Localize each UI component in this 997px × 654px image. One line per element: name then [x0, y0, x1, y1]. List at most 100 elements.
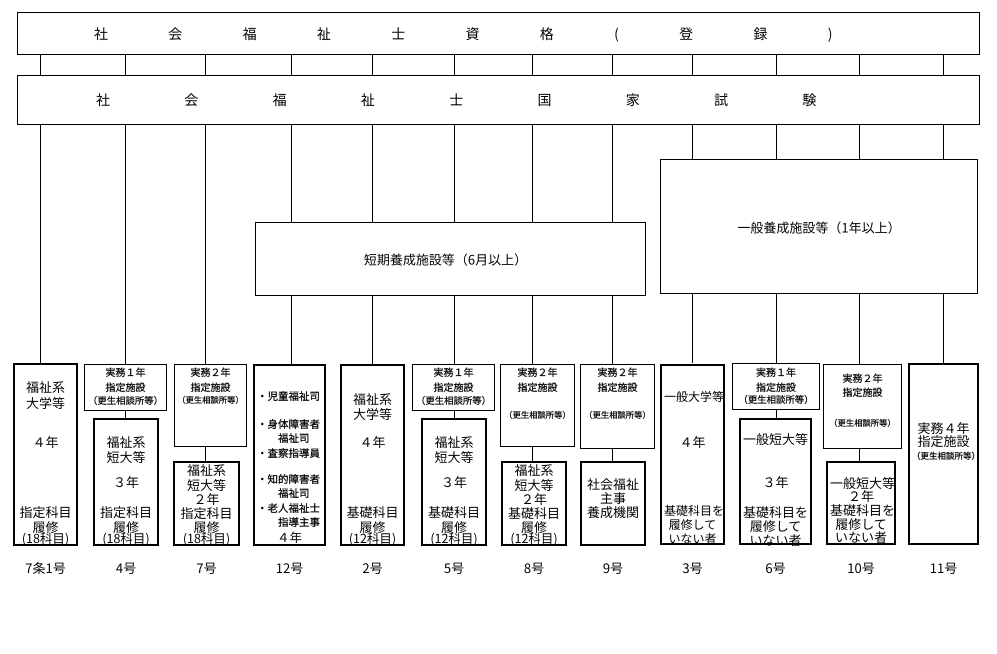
c8-condition-box: 実務２年指定施設（更生相談所等） [580, 364, 655, 449]
c4-route-line-5: 福祉司 [257, 485, 310, 501]
c10-route-line-0: 一般短大等 [743, 428, 809, 448]
connector-line-1 [125, 55, 126, 75]
c11-condition-box: 実務２年指定施設（更生相談所等） [823, 364, 902, 449]
c8-condition-line-0: 実務２年 [597, 364, 638, 379]
c6-condition-line-0: 実務１年 [433, 364, 474, 379]
connector-line-26 [454, 296, 455, 364]
c3-route-line-0: 福祉系 [186, 459, 226, 479]
c4-route-line-7: 指導主事 [257, 514, 320, 530]
c5-route-line-1: 大学等 [352, 403, 392, 423]
c4-route-line-0: ・児童福祉司 [257, 388, 320, 404]
c6-route-line-5: (12科目) [430, 528, 478, 548]
c7-article-label: 8号 [523, 557, 545, 577]
connector-line-15 [291, 125, 292, 222]
c9-route-line-3: 履修して [668, 516, 717, 533]
connector-line-2 [205, 55, 206, 75]
c10-route-line-1: ３年 [762, 471, 789, 491]
c4-route-line-3: ・査察指導員 [257, 445, 320, 461]
c4-route-line-4: ・知的障害者 [257, 471, 320, 487]
national-exam-box: 社会福祉士国家試験 [17, 75, 980, 125]
c3-condition-line-0: 実務２年 [190, 364, 231, 379]
c3-condition-box: 実務２年指定施設（更生相談所等） [174, 364, 247, 447]
c9-route-line-0: 一般大学等 [664, 388, 725, 405]
c7-route-line-1: 短大等 [514, 474, 554, 494]
c2-route-line-0: 福祉系 [106, 431, 146, 451]
c9-route-line-2: 基礎科目を [664, 502, 725, 519]
c1-route-line-0: 福祉系 [25, 376, 65, 396]
c7-box-connector [532, 447, 533, 461]
c4-route-line-2: 福祉司 [257, 430, 310, 446]
c7-route-line-0: 福祉系 [514, 459, 554, 479]
c11-route-line-4: いない者 [834, 526, 887, 546]
c5-route-line-5: (12科目) [348, 528, 397, 548]
c1-route-line-3: 指定科目 [19, 501, 72, 521]
c8-box-connector [612, 449, 613, 461]
c4-article-label: 12号 [275, 557, 304, 577]
c11-route-line-1: ２年 [847, 485, 874, 505]
c5-route-line-4: 履修 [359, 516, 386, 536]
general-training-box: 一般養成施設等（1年以上） [660, 159, 978, 294]
c3-route-line-5: (18科目) [182, 528, 231, 548]
c11-condition-line-1: 指定施設 [842, 384, 883, 399]
connector-line-13 [125, 125, 126, 364]
c4-route-line-6: ・老人福祉士 [257, 500, 320, 516]
connector-line-14 [205, 125, 206, 364]
c6-condition-box: 実務１年指定施設（更生相談所等） [412, 364, 495, 411]
c10-route-line-4: いない者 [749, 529, 802, 549]
connector-line-8 [692, 55, 693, 75]
c2-condition-line-1: 指定施設 [105, 379, 146, 394]
connector-line-32 [943, 294, 944, 363]
connector-line-9 [776, 55, 777, 75]
c2-condition-box: 実務１年指定施設（更生相談所等） [84, 364, 167, 411]
connector-line-30 [776, 294, 777, 363]
c4-route-line-8: ４年 [276, 526, 302, 546]
c6-article-label: 5号 [443, 557, 465, 577]
c7-route-line-2: ２年 [520, 488, 547, 508]
connector-line-27 [532, 296, 533, 364]
c7-condition-line-1: 指定施設 [517, 379, 558, 394]
c6-route-line-1: 短大等 [434, 446, 474, 466]
c1-article-label: 7条1号 [25, 557, 66, 577]
c10-condition-line-0: 実務１年 [756, 364, 796, 379]
c6-condition-line-2: （更生相談所等） [415, 393, 491, 408]
c6-condition-line-1: 指定施設 [433, 379, 474, 394]
c11-route-line-3: 履修して [835, 513, 887, 533]
c2-route-line-5: (18科目) [102, 528, 150, 548]
connector-line-17 [454, 125, 455, 222]
c7-condition-box: 実務２年指定施設（更生相談所等） [500, 364, 575, 447]
c11-article-label: 10号 [847, 557, 875, 577]
c2-route-line-4: 履修 [112, 516, 139, 536]
c12-route-line-2: （更生相談所等） [912, 449, 981, 462]
c5-article-label: 2号 [362, 557, 383, 577]
c7-route-line-4: 履修 [520, 516, 547, 536]
c8-route-line-2: 養成機関 [586, 501, 639, 521]
c12-route-line-1: 指定施設 [917, 430, 970, 450]
c12-route-box: 実務４年指定施設（更生相談所等） [908, 363, 981, 545]
c8-condition-line-2: （更生相談所等） [584, 408, 651, 421]
connector-line-11 [943, 55, 944, 75]
c8-route-box: 社会福祉主事養成機関 [580, 461, 646, 546]
general-training-text: 一般養成施設等（1年以上） [737, 217, 901, 236]
c3-route-line-2: ２年 [193, 488, 220, 508]
c3-route-line-3: 指定科目 [180, 502, 233, 522]
c10-condition-line-2: （更生相談所等） [738, 392, 814, 407]
c3-box-connector [205, 447, 206, 461]
c7-route-line-5: (12科目) [510, 528, 558, 548]
c3-article-label: 7号 [196, 557, 217, 577]
c8-route-line-1: 主事 [599, 487, 626, 507]
c2-article-label: 4号 [115, 557, 137, 577]
c10-route-line-2: 基礎科目を [743, 501, 809, 521]
c1-route-line-2: ４年 [32, 431, 59, 451]
c1-route-line-4: 履修 [32, 516, 59, 536]
connector-line-31 [859, 294, 860, 364]
c10-condition-box: 実務１年指定施設（更生相談所等） [732, 363, 820, 410]
connector-line-29 [692, 294, 693, 363]
c10-box-connector [776, 410, 777, 418]
connector-line-16 [372, 125, 373, 222]
